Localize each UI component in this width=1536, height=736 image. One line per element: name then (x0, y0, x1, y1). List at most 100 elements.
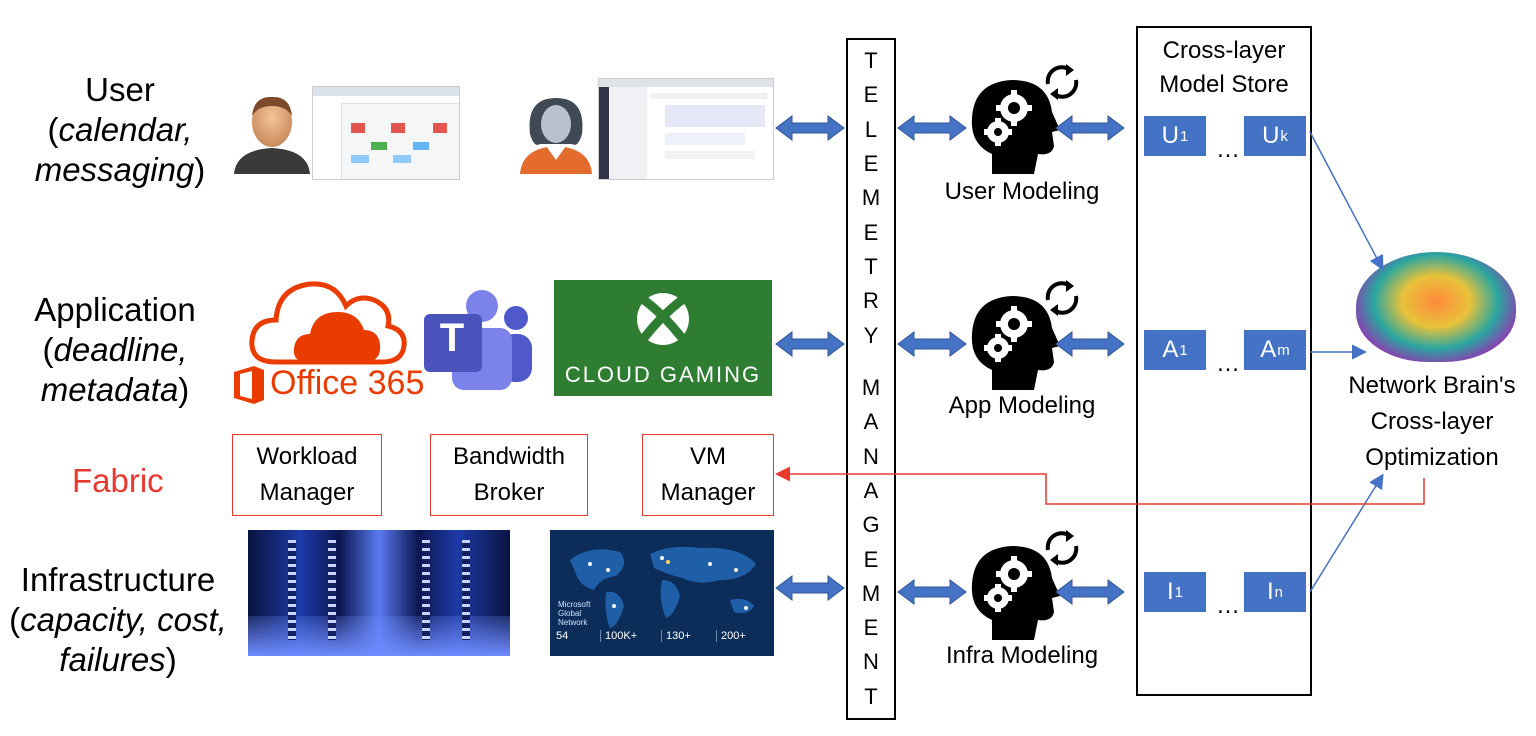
application-layer-detail-1: (deadline, (10, 330, 220, 370)
male-user-avatar-icon (234, 96, 310, 174)
bandwidth-broker-line1: Bandwidth (452, 443, 566, 470)
double-arrow-icon (775, 575, 845, 601)
paren-open: ( (42, 331, 54, 368)
user-layer-label: User (calendar, messaging) (20, 70, 220, 190)
workload-manager-line2: Manager (259, 479, 355, 506)
infrastructure-layer-label: Infrastructure (capacity, cost, failures… (0, 560, 236, 680)
application-detail-1: deadline, (53, 331, 188, 368)
female-user-avatar-icon (520, 98, 592, 174)
brain-label-1: Network Brain's (1348, 372, 1516, 399)
paren-close: ) (178, 371, 190, 408)
datacenter-photo (248, 530, 510, 656)
telemetry-letter: E (863, 151, 879, 177)
cross-layer-model-store: Cross-layer Model Store (1136, 26, 1312, 696)
model-store-title-2: Model Store (1159, 71, 1289, 98)
vm-manager-box: VM Manager (642, 434, 774, 516)
double-arrow-icon (775, 331, 845, 357)
global-network-map: Microsoft Global Network 54 100K+ 130+ 2… (550, 530, 774, 656)
infrastructure-layer-title: Infrastructure (20, 561, 216, 598)
user-layer-title: User (85, 71, 155, 108)
telemetry-management-column: T E L E M E T R Y M A N A G E M E N T (846, 38, 896, 720)
network-stat: 200+ (721, 630, 746, 642)
application-layer-detail-2: metadata) (10, 370, 220, 410)
model-letter: U (1262, 122, 1280, 149)
infrastructure-layer-detail-2: failures) (0, 640, 236, 680)
teams-icon (424, 290, 532, 390)
brain-label-3: Optimization (1365, 444, 1499, 471)
user-modeling-label: User Modeling (944, 178, 1100, 205)
telemetry-letter: M (861, 375, 881, 401)
model-subscript: m (1277, 341, 1290, 359)
telemetry-letter: A (863, 409, 879, 435)
user-detail-1: calendar, (58, 111, 193, 148)
double-arrow-icon (897, 331, 967, 357)
model-store-title: Cross-layer Model Store (1138, 34, 1310, 102)
in-to-brain-arrow (1309, 473, 1384, 593)
telemetry-letter: T (864, 683, 878, 709)
app-model-ellipsis: … (1216, 350, 1240, 377)
telemetry-letter: N (863, 649, 879, 675)
model-subscript: n (1274, 583, 1283, 601)
double-arrow-icon (1055, 115, 1125, 141)
network-stat: 54 (550, 630, 601, 642)
xbox-cloud-gaming-tile: CLOUD GAMING (554, 280, 772, 396)
telemetry-letter: E (863, 546, 879, 572)
telemetry-letter: T (864, 253, 878, 279)
office-365-label: Office 365 (270, 364, 425, 402)
double-arrow-icon (775, 115, 845, 141)
messaging-screenshot (598, 78, 774, 180)
infra-modeling-label: Infra Modeling (945, 642, 1099, 669)
user-layer-detail-2: messaging) (20, 150, 220, 190)
model-store-title-1: Cross-layer (1162, 37, 1286, 64)
telemetry-letter: E (863, 219, 879, 245)
model-subscript: 1 (1180, 127, 1189, 145)
office-logo-icon (234, 366, 264, 404)
double-arrow-icon (897, 115, 967, 141)
telemetry-letter: R (863, 288, 879, 314)
bandwidth-broker-line2: Broker (473, 479, 545, 506)
model-letter: A (1260, 336, 1277, 363)
network-map-stats: 54 100K+ 130+ 200+ (550, 630, 774, 642)
paren-close: ) (165, 641, 177, 678)
telemetry-letter: M (861, 580, 881, 606)
user-model-ellipsis: … (1216, 136, 1240, 163)
model-subscript: 1 (1174, 583, 1183, 601)
vm-manager-line2: Manager (660, 479, 756, 506)
model-letter: I (1266, 578, 1274, 605)
user-detail-2: messaging (34, 151, 195, 188)
application-detail-2: metadata (40, 371, 179, 408)
model-letter: I (1166, 578, 1174, 605)
infra-model-ellipsis: … (1216, 592, 1240, 619)
paren-open: ( (9, 601, 21, 638)
application-layer-label: Application (deadline, metadata) (10, 290, 220, 410)
telemetry-letter: G (862, 512, 880, 538)
network-brain-label: Network Brain's Cross-layer Optimization (1332, 368, 1532, 476)
telemetry-letter: Y (863, 322, 879, 348)
teams-letter: T (439, 316, 465, 360)
network-stat: 130+ (662, 630, 717, 642)
network-map-title: Microsoft Global Network (558, 600, 590, 627)
network-map-title-3: Network (558, 618, 588, 627)
model-subscript: 1 (1179, 341, 1188, 359)
telemetry-letter: M (861, 185, 881, 211)
telemetry-letter: N (863, 443, 879, 469)
model-letter: U (1161, 122, 1179, 149)
vm-manager-line1: VM (689, 443, 726, 470)
network-map-title-2: Global (558, 609, 582, 618)
double-arrow-icon (1055, 331, 1125, 357)
brain-label-2: Cross-layer (1370, 408, 1494, 435)
network-stat: 100K+ (601, 630, 662, 642)
double-arrow-icon (897, 579, 967, 605)
telemetry-letter: E (863, 82, 879, 108)
uk-to-brain-arrow (1309, 131, 1384, 271)
infrastructure-detail-2: failures (59, 641, 166, 678)
telemetry-letter: E (863, 615, 879, 641)
